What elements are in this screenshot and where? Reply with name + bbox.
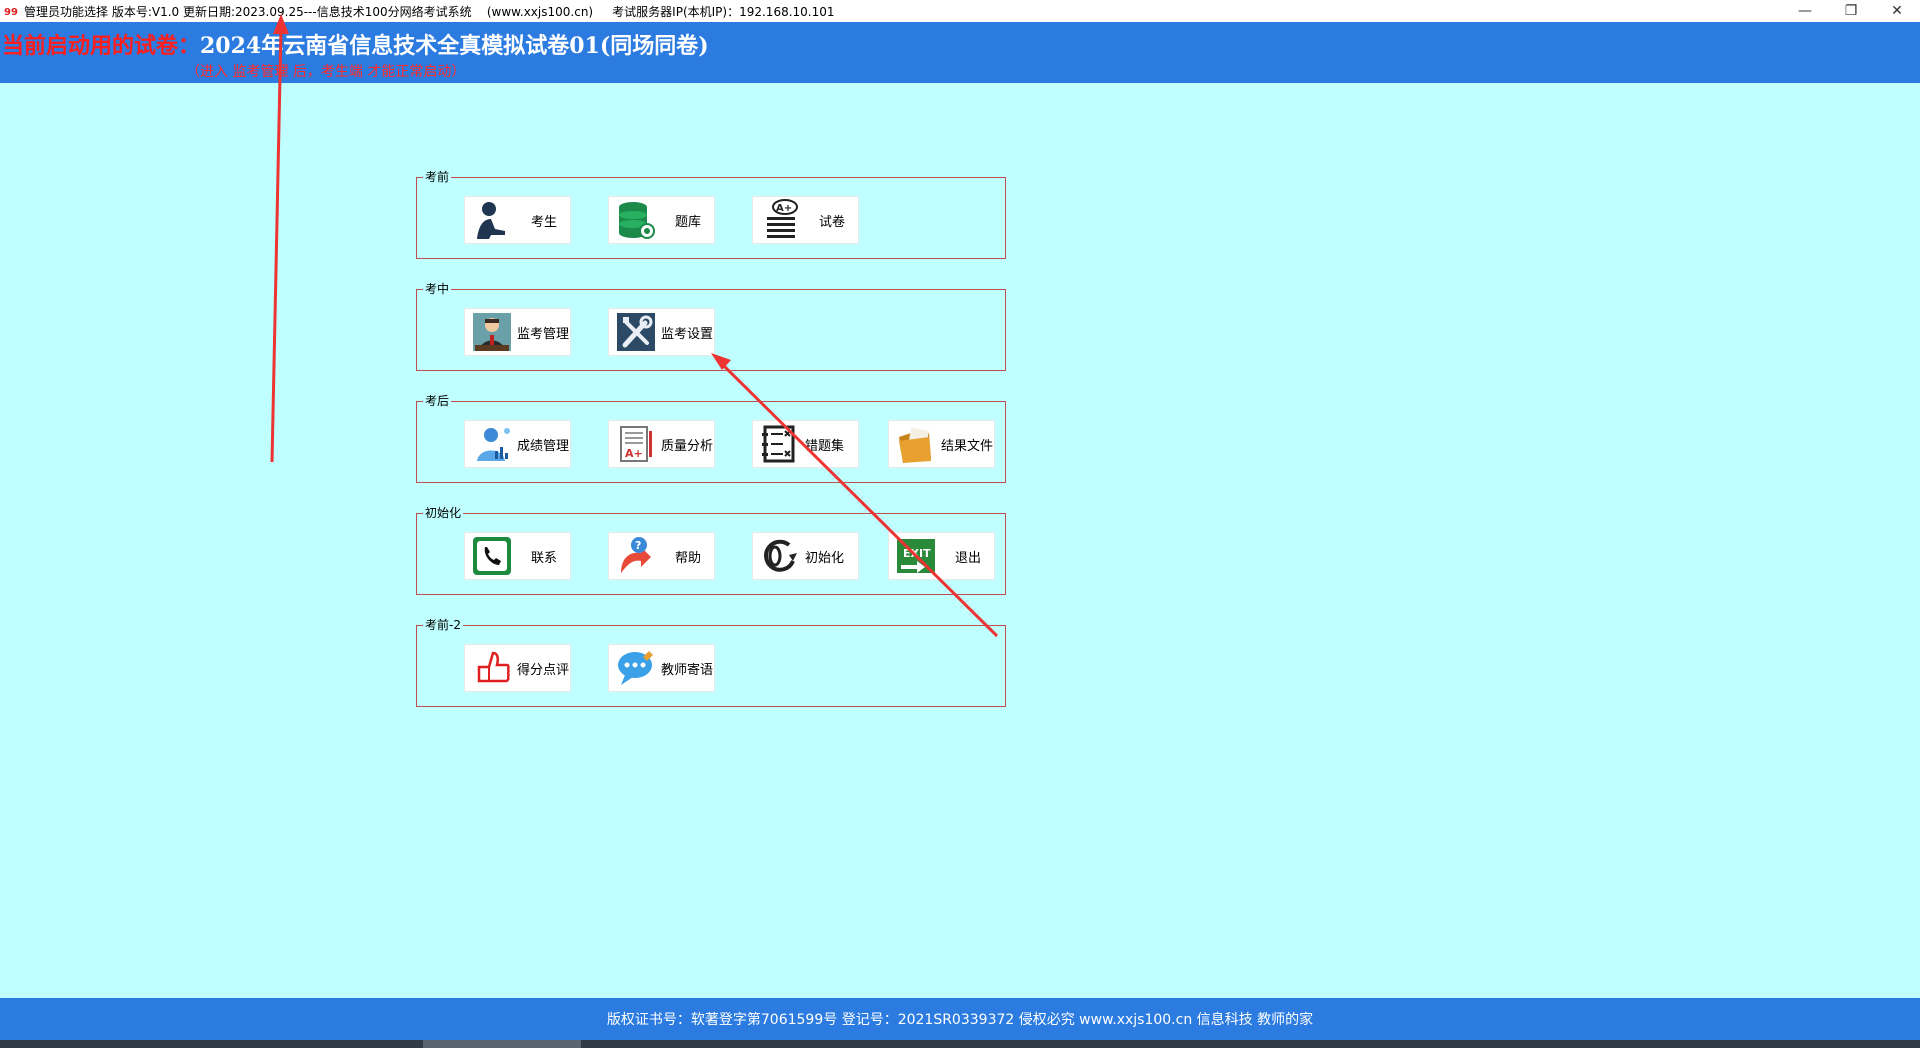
phone-icon [471, 535, 513, 577]
database-icon [615, 199, 657, 241]
button-label: 题库 [675, 214, 702, 230]
proctor-settings-button[interactable]: 监考设置 [608, 308, 715, 356]
button-label: 质量分析 [661, 438, 714, 454]
button-label: 初始化 [805, 550, 845, 566]
taskbar [0, 1040, 1920, 1048]
group-title: 考后 [423, 393, 452, 409]
button-label: 监考设置 [661, 326, 714, 342]
paper-icon: A+ [759, 199, 801, 241]
button-label: 帮助 [675, 550, 702, 566]
close-button[interactable]: ✕ [1891, 3, 1903, 19]
startup-note: （进入 监考管理 后，考生端 才能正常启动） [186, 64, 466, 80]
restore-button[interactable]: ❐ [1844, 3, 1858, 19]
copyright-footer: 版权证书号：软著登字第7061599号 登记号：2021SR0339372 侵权… [0, 998, 1920, 1040]
button-label: 监考管理 [517, 326, 570, 342]
window-titlebar: 99 管理员功能选择 版本号:V1.0 更新日期:2023.09.25---信息… [0, 0, 1920, 22]
button-label: 结果文件 [941, 438, 994, 454]
button-label: 考生 [531, 214, 558, 230]
exam-paper-button[interactable]: A+ 试卷 [752, 196, 859, 244]
proctor-management-button[interactable]: 监考管理 [464, 308, 571, 356]
group-title: 考前 [423, 169, 452, 185]
group-during-exam: 考中 监考管理 监考设置 [416, 281, 1006, 371]
group-before-exam: 考前 考生 题库 A+ 试卷 [416, 169, 1006, 259]
quality-analysis-button[interactable]: A+ 质量分析 [608, 420, 715, 468]
button-label: 成绩管理 [517, 438, 570, 454]
score-management-button[interactable]: 成绩管理 [464, 420, 571, 468]
score-icon [471, 423, 513, 465]
student-icon [471, 199, 513, 241]
group-before-exam-2: 考前-2 得分点评 教师寄语 [416, 617, 1006, 707]
teacher-message-button[interactable]: 教师寄语 [608, 644, 715, 692]
score-comment-button[interactable]: 得分点评 [464, 644, 571, 692]
initialize-button[interactable]: 初始化 [752, 532, 859, 580]
svg-text:A+: A+ [776, 203, 792, 214]
wrong-questions-icon [759, 423, 801, 465]
help-button[interactable]: ? 帮助 [608, 532, 715, 580]
result-files-button[interactable]: 结果文件 [888, 420, 995, 468]
folder-icon [895, 423, 937, 465]
button-label: 联系 [531, 550, 558, 566]
header-banner: 当前启动用的试卷： 2024年云南省信息技术全真模拟试卷01(同场同卷) （进入… [0, 22, 1920, 83]
tools-icon [615, 311, 657, 353]
svg-text:EXIT: EXIT [903, 547, 931, 560]
svg-text:99: 99 [4, 7, 18, 18]
copyright-text: 版权证书号：软著登字第7061599号 登记号：2021SR0339372 侵权… [606, 1012, 1314, 1028]
reset-icon [759, 535, 801, 577]
button-label: 试卷 [819, 214, 846, 230]
thumbs-up-icon [471, 647, 513, 689]
proctor-icon [471, 311, 513, 353]
group-title: 考中 [423, 281, 452, 297]
taskbar-active-item[interactable] [423, 1040, 581, 1048]
current-exam-label: 当前启动用的试卷： [2, 33, 201, 59]
group-title: 考前-2 [423, 617, 463, 633]
svg-text:A+: A+ [625, 447, 643, 460]
chat-bubble-icon [615, 647, 657, 689]
help-icon: ? [615, 535, 657, 577]
button-label: 退出 [955, 550, 982, 566]
button-label: 教师寄语 [661, 662, 714, 678]
analysis-icon: A+ [615, 423, 657, 465]
button-label: 错题集 [805, 438, 845, 454]
app-logo-icon: 99 [4, 4, 18, 18]
students-button[interactable]: 考生 [464, 196, 571, 244]
group-after-exam: 考后 成绩管理 A+ 质量分析 错题集 结果文件 [416, 393, 1006, 483]
question-bank-button[interactable]: 题库 [608, 196, 715, 244]
exit-icon: EXIT [895, 535, 937, 577]
window-controls: — ❐ ✕ [1782, 0, 1920, 22]
window-title: 管理员功能选择 版本号:V1.0 更新日期:2023.09.25---信息技术1… [24, 4, 835, 19]
group-title: 初始化 [423, 505, 464, 521]
group-initialize: 初始化 联系 ? 帮助 初始化 EXIT 退出 [416, 505, 1006, 595]
contact-button[interactable]: 联系 [464, 532, 571, 580]
exit-button[interactable]: EXIT 退出 [888, 532, 995, 580]
button-label: 得分点评 [517, 662, 570, 678]
current-exam-title: 2024年云南省信息技术全真模拟试卷01(同场同卷) [200, 33, 709, 59]
wrong-questions-button[interactable]: 错题集 [752, 420, 859, 468]
minimize-button[interactable]: — [1798, 3, 1812, 19]
svg-text:?: ? [635, 539, 641, 552]
